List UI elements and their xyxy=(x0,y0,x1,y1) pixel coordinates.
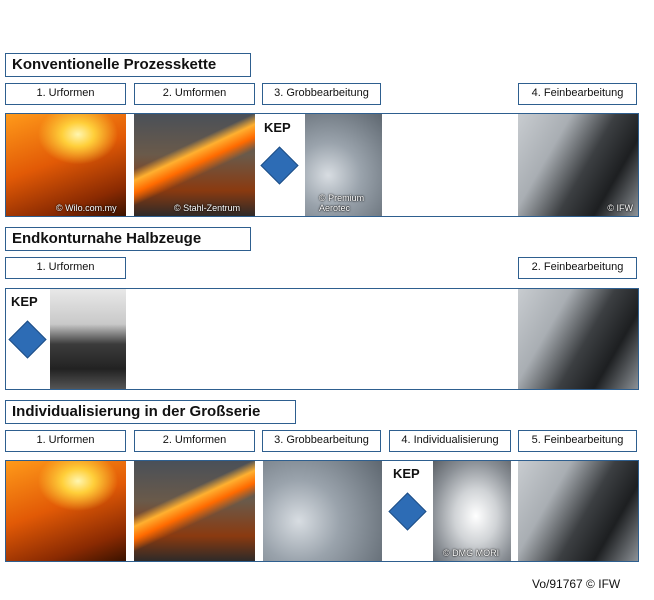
credit-dmg-mori: © DMG MORI xyxy=(443,548,500,558)
section3-step-grobbearbeitung: 3. Grobbearbeitung xyxy=(262,430,381,452)
near-net-shape-photo xyxy=(50,289,126,389)
section1-step-urformen: 1. Urformen xyxy=(5,83,126,105)
section2-finishing-photo xyxy=(518,289,638,389)
section3-title: Individualisierung in der Großserie xyxy=(5,400,296,424)
section1-step-grobbearbeitung: 3. Grobbearbeitung xyxy=(262,83,381,105)
section3-step-individualisierung: 4. Individualisierung xyxy=(389,430,511,452)
section3-step-feinbearbeitung: 5. Feinbearbeitung xyxy=(518,430,637,452)
credit-ifw: © IFW xyxy=(607,203,633,213)
section1-title: Konventionelle Prozesskette xyxy=(5,53,251,77)
milling-photo: © Premium Aerotec xyxy=(305,114,382,216)
finishing-photo: © IFW xyxy=(518,114,638,216)
section1-step-umformen: 2. Umformen xyxy=(134,83,255,105)
section2-kep-label: KEP xyxy=(11,294,38,309)
casting-photo: © Wilo.com.my xyxy=(6,114,126,216)
section3-kep-label: KEP xyxy=(393,466,420,481)
credit-stahl: © Stahl-Zentrum xyxy=(174,203,241,213)
section3-rolling-photo xyxy=(134,461,255,561)
section2-step-urformen: 1. Urformen xyxy=(5,257,126,279)
individualization-photo: © DMG MORI xyxy=(433,461,511,561)
section1-step-feinbearbeitung: 4. Feinbearbeitung xyxy=(518,83,637,105)
rolling-photo: © Stahl-Zentrum xyxy=(134,114,255,216)
section2-title: Endkonturnahe Halbzeuge xyxy=(5,227,251,251)
credit-wilo: © Wilo.com.my xyxy=(56,203,117,213)
section3-casting-photo xyxy=(6,461,126,561)
section2-step-feinbearbeitung: 2. Feinbearbeitung xyxy=(518,257,637,279)
section3-milling-photo xyxy=(263,461,382,561)
footer-reference: Vo/91767 © IFW xyxy=(532,577,621,591)
section3-step-umformen: 2. Umformen xyxy=(134,430,255,452)
section3-finishing-photo xyxy=(518,461,638,561)
section3-step-urformen: 1. Urformen xyxy=(5,430,126,452)
section1-kep-label: KEP xyxy=(264,120,291,135)
credit-premium-aerotec: © Premium Aerotec xyxy=(319,193,365,213)
